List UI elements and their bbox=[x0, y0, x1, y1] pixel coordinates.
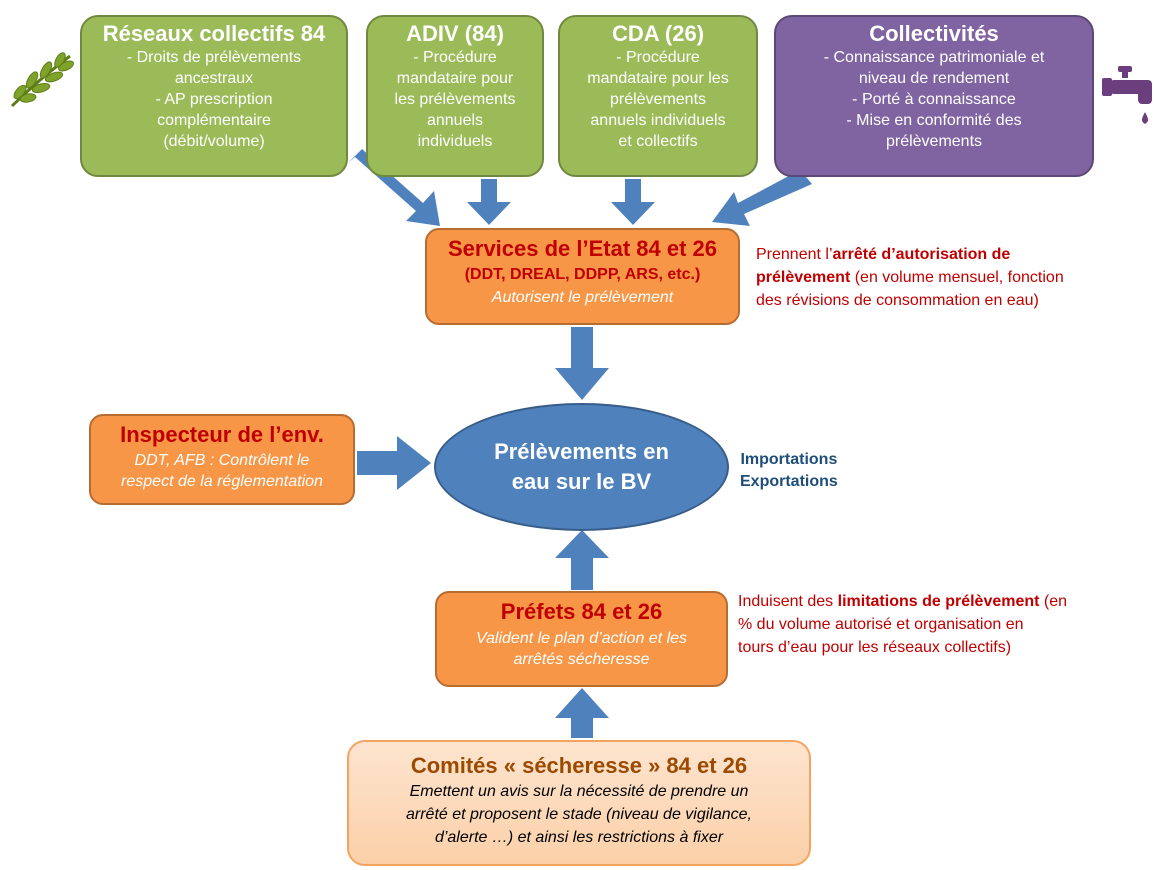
cda-line-3: prélèvements bbox=[609, 91, 707, 108]
collectivites-line-1: - Connaissance patrimoniale et bbox=[823, 49, 1045, 66]
services-etat-title: Services de l’Etat 84 et 26 bbox=[447, 236, 718, 261]
cda-line-5: et collectifs bbox=[618, 133, 698, 150]
services-note-bold-2: prélèvement bbox=[756, 269, 851, 286]
comites-line-3: d’alerte …) et ainsi les restrictions à … bbox=[434, 829, 724, 846]
adiv-box: ADIV (84) - Procédure mandataire pour le… bbox=[366, 15, 544, 177]
importations-label: Importations bbox=[740, 451, 838, 468]
prefets-note-text-1: Induisent des bbox=[738, 593, 838, 610]
reseaux-line-2: ancestraux bbox=[174, 70, 254, 87]
arrow-adiv-to-services bbox=[467, 179, 511, 225]
collectivites-line-3: - Porté à connaissance bbox=[852, 91, 1016, 108]
collectivites-title: Collectivités bbox=[869, 21, 999, 46]
arrow-collectivites-to-services bbox=[712, 170, 812, 226]
services-note-text-1: Prennent l’ bbox=[756, 246, 833, 263]
arrow-inspecteur-to-center bbox=[357, 436, 431, 490]
reseaux-collectifs-box: Réseaux collectifs 84 - Droits de prélèv… bbox=[80, 15, 348, 177]
arrow-cda-to-services bbox=[611, 179, 655, 225]
inspecteur-line-1: DDT, AFB : Contrôlent le bbox=[134, 452, 310, 469]
prefets-line-1: Valident le plan d’action et les bbox=[475, 630, 688, 647]
comites-line-2: arrêté et proposent le stade (niveau de … bbox=[406, 806, 752, 823]
cda-line-2: mandataire pour les bbox=[587, 70, 729, 87]
prelevements-ellipse: Prélèvements en eau sur le BV bbox=[434, 403, 729, 531]
comites-secheresse-box: Comités « sécheresse » 84 et 26 Emettent… bbox=[347, 740, 811, 866]
prefets-note: Induisent des limitations de prélèvement… bbox=[738, 590, 1153, 659]
comites-title: Comités « sécheresse » 84 et 26 bbox=[410, 753, 748, 778]
prelevements-line-2: eau sur le BV bbox=[511, 469, 652, 494]
exportations-label: Exportations bbox=[740, 473, 838, 490]
cda-line-1: - Procédure bbox=[616, 49, 700, 66]
prefets-line-2: arrêtés sécheresse bbox=[513, 651, 650, 668]
reseaux-line-5: (débit/volume) bbox=[163, 133, 265, 150]
reseaux-collectifs-title: Réseaux collectifs 84 bbox=[102, 21, 326, 46]
inspecteur-line-2: respect de la réglementation bbox=[121, 473, 323, 490]
services-note: Prennent l’arrêté d’autorisation de prél… bbox=[756, 243, 1156, 312]
adiv-line-1: - Procédure bbox=[413, 49, 497, 66]
prefets-note-text-2: (en bbox=[1039, 593, 1068, 610]
cda-box: CDA (26) - Procédure mandataire pour les… bbox=[558, 15, 758, 177]
collectivites-box: Collectivités - Connaissance patrimonial… bbox=[774, 15, 1094, 177]
adiv-line-3: les prélèvements bbox=[394, 91, 516, 108]
adiv-line-4: annuels bbox=[426, 112, 484, 129]
arrow-prefets-to-center bbox=[555, 530, 609, 590]
collectivites-line-4: - Mise en conformité des bbox=[846, 112, 1022, 129]
services-note-line-3: des révisions de consommation en eau) bbox=[756, 292, 1039, 309]
cda-title: CDA (26) bbox=[611, 21, 705, 46]
prefets-box: Préfets 84 et 26 Valident le plan d’acti… bbox=[435, 591, 728, 687]
services-note-text-2: (en volume mensuel, fonction bbox=[850, 269, 1064, 286]
inspecteur-box: Inspecteur de l’env. DDT, AFB : Contrôle… bbox=[89, 414, 355, 505]
prefets-note-bold-1: limitations de prélèvement bbox=[837, 593, 1040, 610]
services-etat-description: Autorisent le prélèvement bbox=[491, 289, 674, 306]
comites-line-1: Emettent un avis sur la nécessité de pre… bbox=[409, 783, 749, 800]
adiv-title: ADIV (84) bbox=[406, 21, 504, 46]
prefets-note-line-1: Induisent des limitations de prélèvement… bbox=[738, 590, 1153, 613]
services-note-line-1: Prennent l’arrêté d’autorisation de bbox=[756, 243, 1156, 266]
reseaux-line-1: - Droits de prélèvements bbox=[126, 49, 302, 66]
prelevements-line-1: Prélèvements en bbox=[494, 439, 669, 464]
services-note-line-2: prélèvement (en volume mensuel, fonction bbox=[756, 266, 1156, 289]
prefets-title: Préfets 84 et 26 bbox=[500, 599, 663, 624]
services-etat-box: Services de l’Etat 84 et 26 (DDT, DREAL,… bbox=[425, 228, 740, 325]
collectivites-line-2: niveau de rendement bbox=[858, 70, 1010, 87]
arrow-comites-to-prefets bbox=[555, 688, 609, 738]
olive-branch-icon bbox=[10, 52, 74, 108]
cda-line-4: annuels individuels bbox=[590, 112, 726, 129]
reseaux-line-3: - AP prescription bbox=[155, 91, 273, 108]
water-tap-icon bbox=[1102, 66, 1152, 124]
collectivites-line-5: prélèvements bbox=[885, 133, 983, 150]
services-note-bold-1: arrêté d’autorisation de bbox=[832, 246, 1011, 263]
reseaux-line-4: complémentaire bbox=[157, 112, 271, 129]
arrow-services-to-center bbox=[555, 327, 609, 400]
services-etat-subtitle: (DDT, DREAL, DDPP, ARS, etc.) bbox=[464, 266, 701, 283]
import-export-label: Importations Exportations bbox=[740, 449, 838, 493]
adiv-line-5: individuels bbox=[417, 133, 493, 150]
prefets-note-line-3: tours d’eau pour les réseaux collectifs) bbox=[738, 639, 1012, 656]
inspecteur-title: Inspecteur de l’env. bbox=[120, 422, 324, 447]
prefets-note-line-2: % du volume autorisé et organisation en bbox=[738, 616, 1024, 633]
adiv-line-2: mandataire pour bbox=[396, 70, 514, 87]
